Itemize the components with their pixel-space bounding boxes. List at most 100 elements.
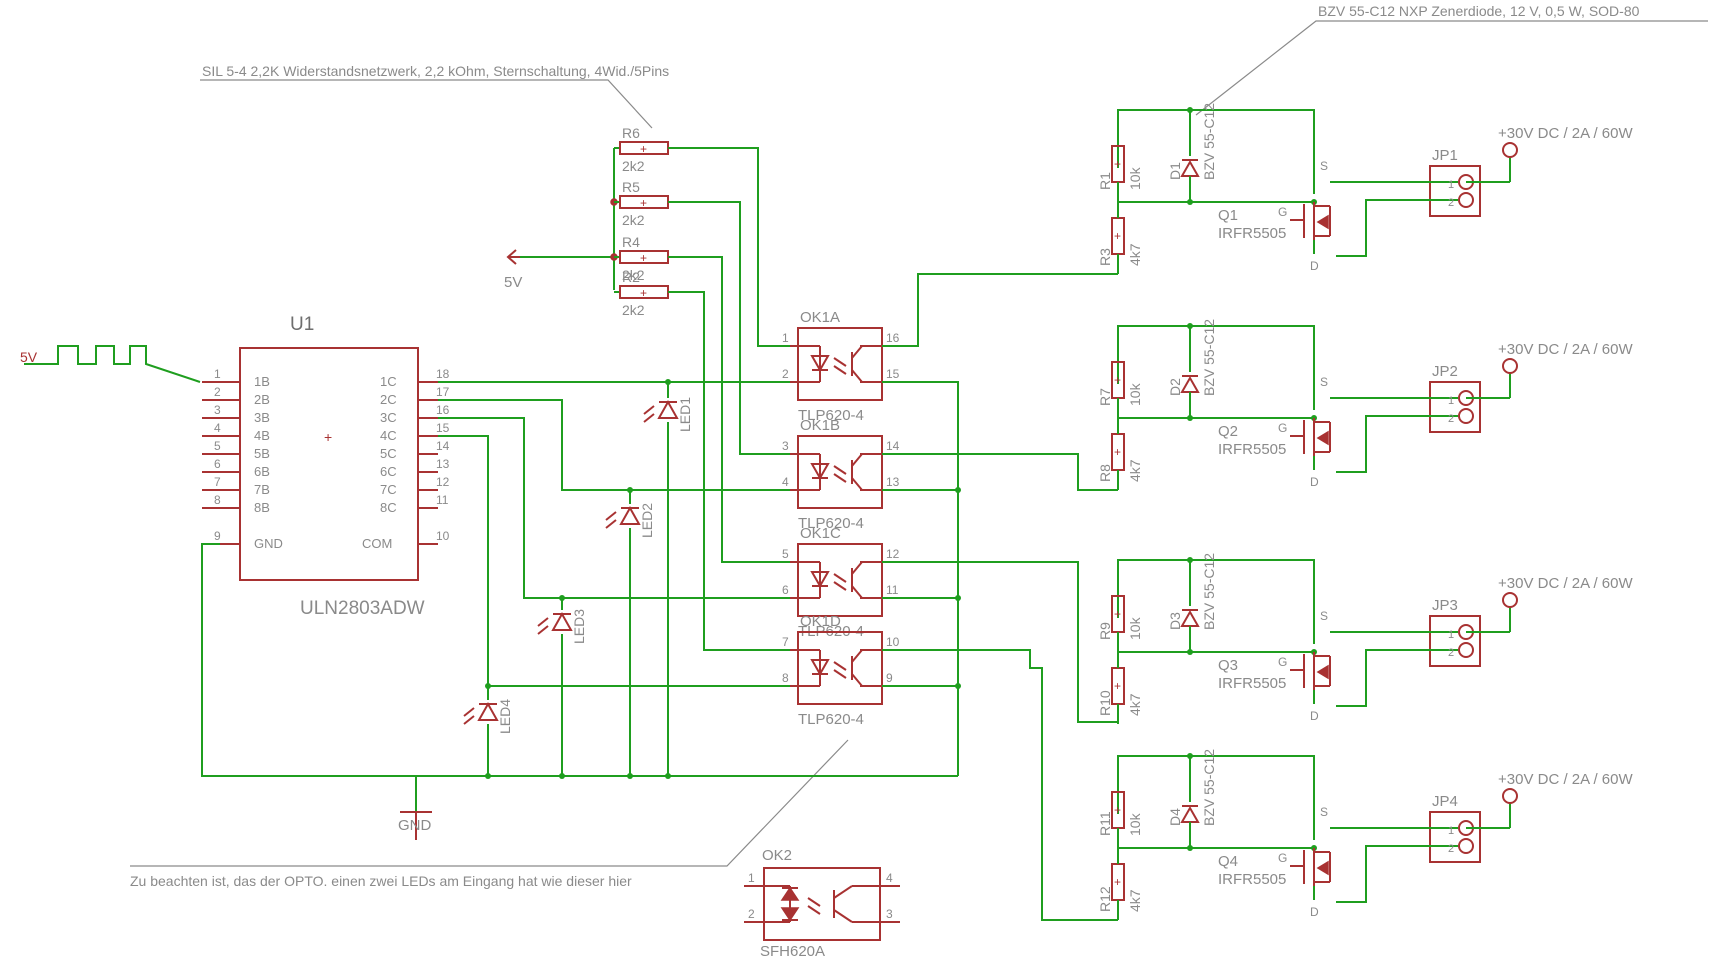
u1-left-pin-number: 6 xyxy=(214,457,221,471)
u1-left-pin-name: 6B xyxy=(254,464,270,479)
opto-value: TLP620-4 xyxy=(798,515,864,532)
u1-right-pin-number: 14 xyxy=(436,439,450,453)
jumper-name: JP3 xyxy=(1432,597,1458,614)
resistor-top-name: R11 xyxy=(1097,811,1113,836)
supply-label: +30V DC / 2A / 60W xyxy=(1498,125,1633,142)
svg-text:+: + xyxy=(640,286,647,300)
optocouplers: OK1ATLP620-4121615OK1BTLP620-4341413OK1C… xyxy=(782,309,900,728)
u1-right-pin-name: COM xyxy=(362,536,392,551)
sil-note-text: SIL 5-4 2,2K Widerstandsnetzwerk, 2,2 kO… xyxy=(202,63,669,79)
u1-right-pin-number: 13 xyxy=(436,457,450,471)
opto-pin: 16 xyxy=(886,331,900,345)
resistor-r6: +R6 2k2 xyxy=(614,125,669,174)
svg-text:4: 4 xyxy=(886,871,893,885)
resistor-top-value: 10k xyxy=(1127,166,1143,190)
fet-drain-label: D xyxy=(1310,475,1319,489)
fet-gate-label: G xyxy=(1278,655,1287,669)
u1-right-pin-number: 17 xyxy=(436,385,450,399)
u1-left-pin-number: 4 xyxy=(214,421,221,435)
opto-name: OK1D xyxy=(800,613,841,630)
resistor-top-name: R1 xyxy=(1097,172,1113,190)
opto-note: Zu beachten ist, das der OPTO. einen zwe… xyxy=(130,739,849,889)
led-label: LED3 xyxy=(571,609,587,644)
zener-value: BZV 55-C12 xyxy=(1201,553,1217,630)
u1-name: U1 xyxy=(290,314,314,335)
jumper-pin: 2 xyxy=(1448,843,1454,855)
u1-right-pin-name: 2C xyxy=(380,392,397,407)
opto-note-text: Zu beachten ist, das der OPTO. einen zwe… xyxy=(130,873,632,889)
u1-right-pin-number: 18 xyxy=(436,367,450,381)
fet-name: Q4 xyxy=(1218,853,1238,870)
zener-name: D3 xyxy=(1167,612,1183,630)
collector-wires xyxy=(882,273,1118,921)
svg-text:1: 1 xyxy=(748,871,755,885)
supply-label: +30V DC / 2A / 60W xyxy=(1498,341,1633,358)
resistor-bottom-name: R8 xyxy=(1097,464,1113,482)
fet-drain-label: D xyxy=(1310,709,1319,723)
svg-text:+: + xyxy=(1114,229,1121,243)
opto-name: OK1B xyxy=(800,417,840,434)
svg-text:+: + xyxy=(640,142,647,156)
opto-pin: 8 xyxy=(782,671,789,685)
supply-label: +30V DC / 2A / 60W xyxy=(1498,771,1633,788)
opto-pin: 5 xyxy=(782,547,789,561)
resistor-top-value: 10k xyxy=(1127,812,1143,836)
led-label: LED4 xyxy=(497,699,513,734)
opto-pin: 2 xyxy=(782,367,789,381)
svg-text:+: + xyxy=(1114,373,1121,387)
resistor-value: 2k2 xyxy=(622,158,645,174)
fet-name: Q1 xyxy=(1218,207,1238,224)
fet-source-label: S xyxy=(1320,805,1328,819)
resistor-bottom-value: 4k7 xyxy=(1127,693,1143,716)
resistor-top-value: 10k xyxy=(1127,616,1143,640)
u1-left-pin-number: 3 xyxy=(214,403,221,417)
u1-left-pin-number: 9 xyxy=(214,529,221,543)
u1-right-pin-number: 11 xyxy=(436,493,449,507)
opto-pin: 12 xyxy=(886,547,900,561)
u1-right-pin-name: 7C xyxy=(380,482,397,497)
fet-value: IRFR5505 xyxy=(1218,441,1286,458)
vcc-label: 5V xyxy=(504,274,522,291)
opto-pin: 15 xyxy=(886,367,900,381)
svg-text:+: + xyxy=(1114,803,1121,817)
fet-value: IRFR5505 xyxy=(1218,871,1286,888)
resistor-value: 2k2 xyxy=(622,267,645,283)
u1-output-wires xyxy=(438,381,790,687)
svg-text:3: 3 xyxy=(886,907,893,921)
opto-pin: 4 xyxy=(782,475,789,489)
opto-value: TLP620-4 xyxy=(798,407,864,424)
opto-pin: 10 xyxy=(886,635,900,649)
zener-name: D2 xyxy=(1167,378,1183,396)
led-2: LED2 xyxy=(605,487,655,779)
opto-pin: 9 xyxy=(886,671,893,685)
u1-right-pin-name: 4C xyxy=(380,428,397,443)
jumper-pin: 1 xyxy=(1448,395,1454,407)
jumper-name: JP4 xyxy=(1432,793,1458,810)
svg-text:+: + xyxy=(1114,679,1121,693)
resistor-top-name: R9 xyxy=(1097,622,1113,640)
fet-value: IRFR5505 xyxy=(1218,675,1286,692)
led-4: LED4 xyxy=(463,683,513,779)
input-pulse-signal: 5V xyxy=(20,345,201,383)
jumper-pin: 1 xyxy=(1448,179,1454,191)
resistor-name: R6 xyxy=(622,125,640,141)
svg-text:+: + xyxy=(640,251,647,265)
ok2-name: OK2 xyxy=(762,847,792,864)
u1-left-pin-name: 8B xyxy=(254,500,270,515)
svg-text:+: + xyxy=(640,196,647,210)
sil-note: SIL 5-4 2,2K Widerstandsnetzwerk, 2,2 kO… xyxy=(200,63,669,129)
svg-text:2: 2 xyxy=(748,907,755,921)
u1-value: ULN2803ADW xyxy=(300,598,425,619)
resistor-name: R2 xyxy=(622,269,640,285)
gnd-label: GND xyxy=(398,817,432,834)
u1-left-pin-number: 2 xyxy=(214,385,221,399)
